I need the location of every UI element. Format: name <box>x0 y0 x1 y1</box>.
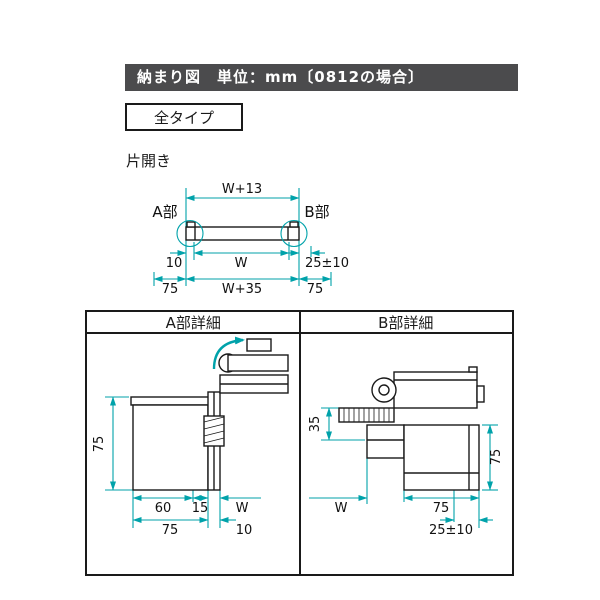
detail-b-diagram: 35 75 W 75 25±10 <box>308 366 504 538</box>
title-bar: 納まり図 単位：mm〔0812の場合〕 <box>125 64 518 91</box>
dim-a-75: 75 <box>162 523 179 538</box>
detail-callout-a <box>176 219 204 248</box>
label-part-a: A部 <box>152 203 177 221</box>
dim-b-height: 75 <box>489 449 504 466</box>
page-title: 納まり図 単位：mm〔0812の場合〕 <box>137 68 425 86</box>
dim-a-w: W <box>236 501 249 516</box>
overview-dimension-lines <box>153 195 332 282</box>
dim-b-75: 75 <box>433 501 450 516</box>
detail-b-dimension-lines <box>309 407 498 528</box>
hinge-section <box>203 391 225 491</box>
dim-post-left: 75 <box>162 282 179 297</box>
dim-post-right: 75 <box>307 282 324 297</box>
type-box: 全タイプ <box>125 103 243 131</box>
dim-overall-pitch: W+35 <box>222 282 262 297</box>
panel-header: A部詳細 B部詳細 <box>87 312 512 334</box>
dim-a-15: 15 <box>192 501 209 516</box>
detail-callout-b <box>280 219 308 248</box>
opening-type-label: 片開き <box>126 152 172 170</box>
dim-adjust-right: 25±10 <box>305 256 349 271</box>
detail-a-title: A部詳細 <box>165 313 221 332</box>
overview-diagram: W+13 A部 B部 10 W 25±10 75 W+35 75 <box>152 182 349 297</box>
dim-overall-width: W+13 <box>222 182 262 197</box>
label-part-b: B部 <box>304 203 329 221</box>
gate-top-view <box>185 221 300 241</box>
catch-section <box>366 424 480 491</box>
gate-leaf-section <box>218 338 289 394</box>
dim-width: W <box>235 256 248 271</box>
dim-b-25: 25±10 <box>429 523 473 538</box>
dim-a-60: 60 <box>155 501 172 516</box>
panel-divider <box>298 312 301 574</box>
dim-b-35: 35 <box>308 416 323 433</box>
mount-arm-section <box>338 407 395 423</box>
post-section <box>130 396 213 491</box>
dim-a-10: 10 <box>236 523 253 538</box>
roller-icon <box>371 377 397 403</box>
type-label: 全タイプ <box>153 108 214 127</box>
dim-a-height: 75 <box>92 436 107 453</box>
detail-b-title: B部詳細 <box>378 313 434 332</box>
dim-offset-left: 10 <box>166 256 183 271</box>
dim-b-w: W <box>335 501 348 516</box>
latch-body-section <box>393 366 485 409</box>
detail-a-dimension-lines <box>105 396 261 528</box>
detail-a-diagram: 75 60 15 W 75 10 <box>92 336 289 538</box>
detail-panel: A部詳細 B部詳細 <box>85 310 514 576</box>
swing-arrow-icon <box>212 336 245 370</box>
